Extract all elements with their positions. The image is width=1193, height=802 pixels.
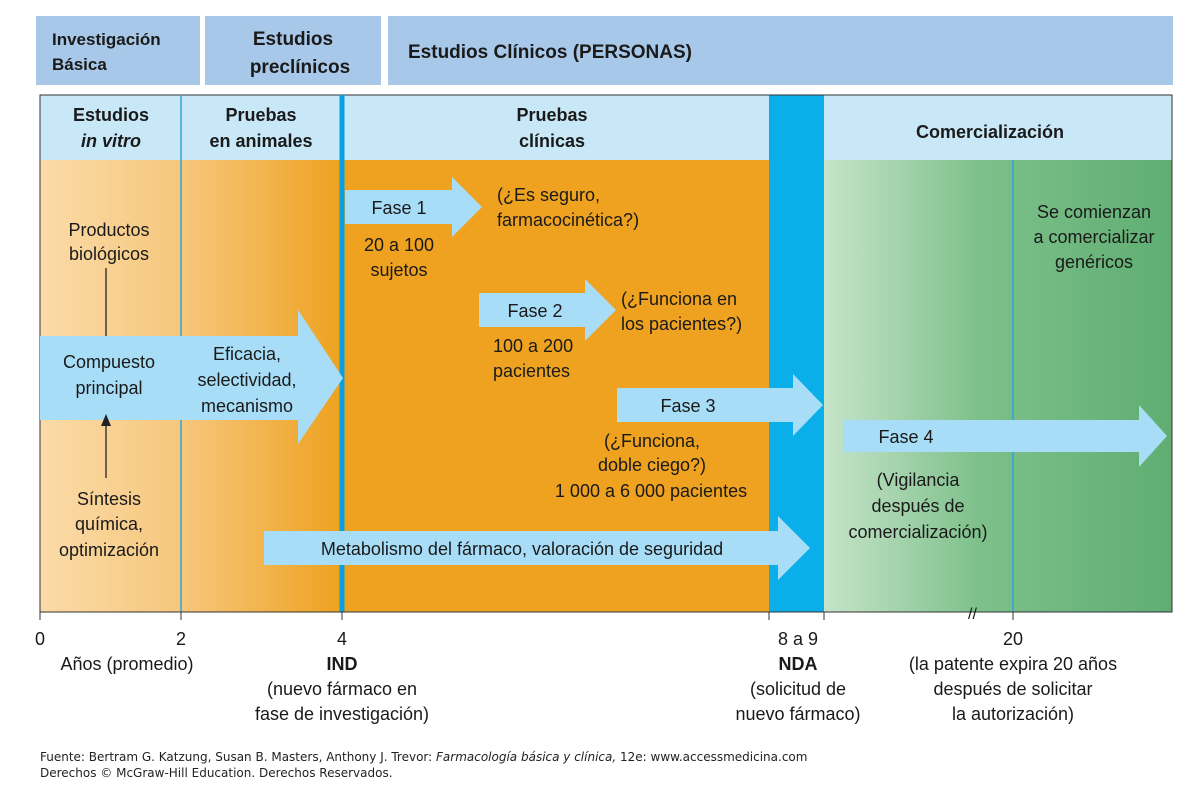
phase1-subjects-line1: 20 a 100 — [364, 235, 434, 255]
col-in-vitro-line1: Estudios — [73, 105, 149, 125]
col-clinical-line2: clínicas — [519, 131, 585, 151]
tick-label-8-9: 8 a 9 — [778, 629, 818, 649]
footer-source: Fuente: Bertram G. Katzung, Susan B. Mas… — [40, 750, 807, 764]
phase4-question-line1: (Vigilancia — [877, 470, 961, 490]
phase2-question-line2: los pacientes?) — [621, 314, 742, 334]
years-label: Años (promedio) — [60, 654, 193, 674]
header-basic-line2: Básica — [52, 55, 107, 74]
arrow-up-head — [101, 414, 111, 426]
animal-arrow-line1: Eficacia, — [213, 344, 281, 364]
footer-source-title: Farmacología básica y clínica, — [436, 750, 617, 764]
footer-source-suffix: 12e: www.accessmedicina.com — [616, 750, 808, 764]
header-basic-research — [36, 16, 200, 85]
animal-testing-arrow — [40, 310, 343, 444]
phase3-label: Fase 3 — [660, 396, 715, 416]
header-preclinical — [205, 16, 381, 85]
metabolism-arrow — [264, 516, 810, 580]
biologics-line2: biológicos — [69, 244, 149, 264]
phase2-label: Fase 2 — [507, 301, 562, 321]
ind-desc-line2: fase de investigación) — [255, 704, 429, 724]
phase4-question-line2: después de — [871, 496, 964, 516]
synthesis-line1: Síntesis — [77, 489, 141, 509]
column-header-left — [40, 95, 769, 160]
tick-label-0: 0 — [35, 629, 45, 649]
phase1-question-line1: (¿Es seguro, — [497, 185, 600, 205]
phase1-arrow — [345, 177, 482, 237]
col-in-vitro-line2: in vitro — [81, 131, 141, 151]
patent-line1: (la patente expira 20 años — [909, 654, 1117, 674]
header-preclinical-line1: Estudios — [253, 29, 333, 50]
header-clinical — [388, 16, 1173, 85]
generics-line3: genéricos — [1055, 252, 1133, 272]
biologics-line1: Productos — [68, 220, 149, 240]
phase4-label: Fase 4 — [878, 427, 933, 447]
tick-label-4: 4 — [337, 629, 347, 649]
phase3-arrow — [617, 374, 823, 436]
footer-source-prefix: Fuente: Bertram G. Katzung, Susan B. Mas… — [40, 750, 436, 764]
header-preclinical-line2: preclínicos — [250, 57, 350, 78]
ind-desc-line1: (nuevo fármaco en — [267, 679, 417, 699]
col-clinical-line1: Pruebas — [516, 105, 587, 125]
generics-line1: Se comienzan — [1037, 202, 1151, 222]
generics-line2: a comercializar — [1033, 227, 1154, 247]
nda-title: NDA — [779, 654, 818, 674]
phase4-arrow — [843, 405, 1167, 467]
tick-label-20: 20 — [1003, 629, 1023, 649]
phase1-subjects-line2: sujetos — [370, 260, 427, 280]
ind-title: IND — [327, 654, 358, 674]
phase1-label: Fase 1 — [371, 198, 426, 218]
phase2-subjects-line2: pacientes — [493, 361, 570, 381]
metabolism-text: Metabolismo del fármaco, valoración de s… — [321, 539, 723, 559]
synthesis-line2: química, — [75, 514, 143, 534]
synthesis-line3: optimización — [59, 540, 159, 560]
animal-arrow-line3: mecanismo — [201, 396, 293, 416]
patent-line3: la autorización) — [952, 704, 1074, 724]
nda-desc-line1: (solicitud de — [750, 679, 846, 699]
lead-compound-line1: Compuesto — [63, 352, 155, 372]
col-animal-line2: en animales — [209, 131, 312, 151]
patent-line2: después de solicitar — [933, 679, 1092, 699]
header-clinical-text: Estudios Clínicos (PERSONAS) — [408, 42, 692, 63]
phase1-question-line2: farmacocinética?) — [497, 210, 639, 230]
phase2-arrow — [479, 279, 616, 341]
phase2-subjects-line1: 100 a 200 — [493, 336, 573, 356]
phase4-question-line3: comercialización) — [848, 522, 987, 542]
band-marketing — [824, 160, 1172, 612]
col-animal-line1: Pruebas — [225, 105, 296, 125]
header-basic-line1: Investigación — [52, 30, 161, 49]
tick-label-2: 2 — [176, 629, 186, 649]
phase3-subjects: 1 000 a 6 000 pacientes — [555, 481, 747, 501]
animal-arrow-line2: selectividad, — [197, 370, 296, 390]
footer-rights: Derechos © McGraw-Hill Education. Derech… — [40, 766, 393, 780]
phase3-question-line2: doble ciego?) — [598, 455, 706, 475]
phase2-question-line1: (¿Funciona en — [621, 289, 737, 309]
column-header-right — [824, 95, 1172, 160]
lead-compound-line2: principal — [75, 378, 142, 398]
nda-desc-line2: nuevo fármaco) — [735, 704, 860, 724]
axis-break-mark: // — [968, 606, 977, 623]
col-marketing: Comercialización — [916, 122, 1064, 142]
phase3-question-line1: (¿Funciona, — [604, 431, 700, 451]
